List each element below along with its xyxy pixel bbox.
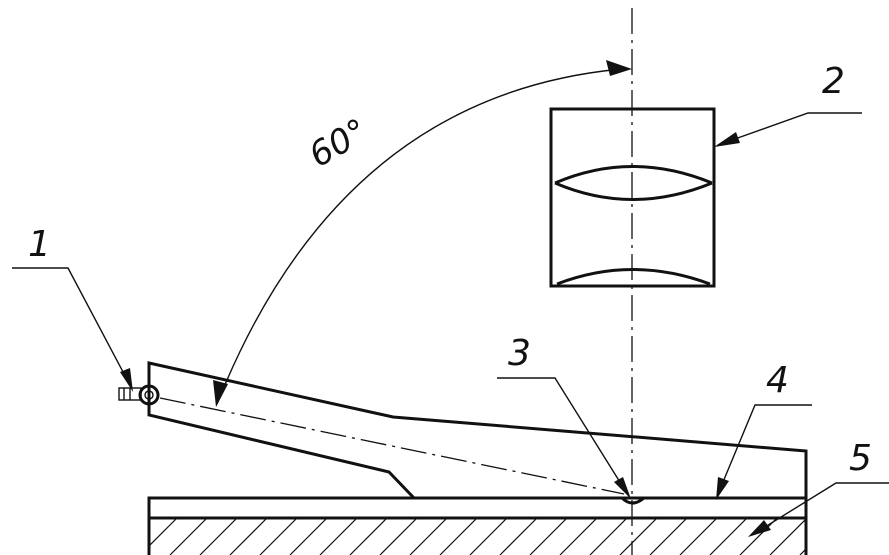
pivot-circle	[138, 384, 160, 406]
sight-line	[159, 397, 625, 495]
leader-1-arrow	[120, 368, 133, 392]
base-top-strip	[147, 496, 808, 520]
lens-upper-arc	[554, 165, 713, 185]
angle-arrowhead-bottom	[213, 380, 228, 407]
leader-2-arrow	[714, 132, 740, 147]
leader-5-arrow	[748, 520, 771, 537]
pivot-center	[144, 390, 154, 400]
callout-4: 4	[766, 360, 789, 401]
pivot-screw	[118, 384, 160, 406]
lens-assembly	[549, 107, 716, 288]
leader-5	[751, 482, 889, 536]
leader-3-arrow	[614, 477, 631, 499]
angle-label: 60°	[303, 111, 375, 176]
lens-bottom-arc	[556, 268, 711, 286]
base-hatching	[149, 518, 806, 555]
lens-lower-arc	[554, 181, 713, 201]
angle-dimension	[213, 60, 632, 407]
leader-3	[497, 377, 629, 496]
callout-1: 1	[28, 224, 51, 265]
leader-4-arrow	[716, 477, 729, 500]
leader-4	[717, 404, 812, 495]
tilting-arm	[147, 361, 808, 505]
callout-2: 2	[822, 61, 845, 102]
arm-body	[147, 361, 808, 500]
leader-1	[12, 267, 132, 388]
leaders	[12, 112, 889, 537]
callout-3: 3	[508, 333, 531, 374]
lens-frame	[549, 107, 716, 288]
base-plate	[147, 496, 808, 555]
leader-2	[717, 112, 862, 146]
angle-arc	[216, 68, 623, 405]
indent-notch	[620, 496, 645, 505]
angle-arrowhead-top	[606, 60, 632, 76]
callout-5: 5	[849, 438, 872, 479]
